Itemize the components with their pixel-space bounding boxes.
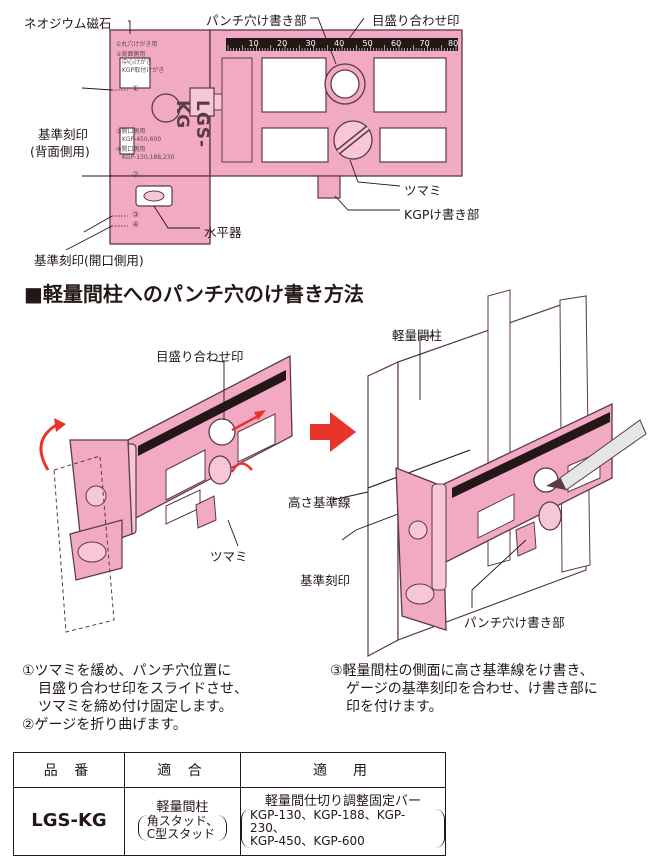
cell-fit: 軽量間柱 角スタッド、 C型スタッド (124, 787, 241, 856)
use-text-4a: ④開口側用 (116, 146, 146, 153)
step2: ②ゲージを折り曲げます。 (22, 717, 187, 733)
scale-number: 70 (419, 39, 430, 48)
label-stud: 軽量間柱 (392, 328, 443, 343)
table-header-row: 品 番 適 合 適 用 (13, 752, 446, 788)
label-scale-mark: 目盛り合わせ印 (372, 13, 460, 28)
step3-line1: ③軽量間柱の側面に高さ基準線をけ書き、 (330, 663, 594, 679)
spec-table: 品 番 適 合 適 用 LGS-KG 軽量間柱 角スタッド、 C型スタッド 軽量… (13, 752, 446, 856)
label-level: 水平器 (204, 225, 242, 240)
label-magnet: ネオジウム磁石 (24, 16, 112, 31)
arrow-right-icon (310, 412, 356, 452)
label-reference-back: 基準刻印 (38, 127, 89, 142)
circle-number-4: ④ (132, 220, 140, 229)
header-application: 適 用 (240, 752, 446, 788)
fit-detail-1: 角スタッド、 (146, 814, 219, 828)
step3-line2: ゲージの基準刻印を合わせ、け書き部に (346, 681, 598, 697)
label-kgp-marking: KGPけ書き部 (404, 207, 480, 222)
app-detail: KGP-130、KGP-188、KGP-230、 KGP-450、KGP-600 (241, 807, 445, 848)
label-punch-marking: パンチ穴け書き部 (206, 13, 307, 28)
use-text-3a: ③開口側用 (116, 128, 146, 135)
scale-number: 40 (334, 39, 345, 48)
fit-title: 軽量間柱 (156, 800, 209, 815)
scale-ruler (226, 38, 458, 51)
fit-detail: 角スタッド、 C型スタッド (137, 814, 228, 841)
label-reference: 基準刻印 (300, 573, 351, 588)
scale-number: 80 (448, 39, 459, 48)
use-text-4b: KGP-130,188,230 (122, 154, 175, 161)
scale-number: 50 (362, 39, 373, 48)
scale-numbers: 10 20 30 40 50 60 70 80 (226, 39, 459, 51)
label-scale-mark-2: 目盛り合わせ印 (156, 349, 244, 364)
label-height-line: 高さ基準線 (288, 495, 351, 510)
stud-diagram (367, 289, 647, 657)
app-detail-2: KGP-450、KGP-600 (250, 833, 365, 848)
use-text-2c: KGP取付けがき (122, 67, 165, 74)
use-text-1: ①丸穴けがき用 (116, 41, 158, 48)
scale-number: 10 (248, 39, 259, 48)
label-punch-marking-2: パンチ穴け書き部 (464, 615, 565, 630)
table-row: LGS-KG 軽量間柱 角スタッド、 C型スタッド 軽量間仕切り調整固定バー K… (13, 787, 446, 856)
circle-number-3: ③ (132, 210, 140, 219)
fit-detail-2: C型スタッド (146, 827, 216, 841)
header-fit: 適 合 (124, 752, 241, 788)
step1-line1: ①ツマミを緩め、パンチ穴位置に (22, 663, 232, 679)
gauge-folding-diagram (39, 354, 293, 633)
scale-number: 20 (277, 39, 288, 48)
cell-application: 軽量間仕切り調整固定バー KGP-130、KGP-188、KGP-230、 KG… (240, 787, 446, 856)
step1-line3: ツマミを締め付け固定します。 (38, 699, 233, 715)
circle-number-2: ② (132, 170, 140, 179)
use-text-2b: 中心けがき (122, 59, 153, 66)
use-text-2a: ②背面側用 (116, 51, 146, 58)
step3-line3: 印を付けます。 (346, 699, 443, 715)
section-heading: ■軽量間柱へのパンチ穴のけ書き方法 (24, 282, 364, 306)
hinge (189, 87, 215, 117)
label-reference-back-sub: (背面側用) (30, 144, 90, 159)
header-model: 品 番 (13, 752, 125, 788)
app-detail-1: KGP-130、KGP-188、KGP-230、 (250, 807, 406, 835)
gauge-brand-text: LGS-KG (172, 100, 212, 149)
kgp-marking-tab (317, 175, 341, 199)
cell-model: LGS-KG (13, 787, 125, 856)
step1-line2: 目盛り合わせ印をスライドさせ、 (38, 681, 248, 697)
label-knob-2: ツマミ (210, 549, 248, 564)
use-text-3b: KGP-450,600 (122, 136, 162, 143)
circle-number-1: ① (132, 84, 140, 93)
app-title: 軽量間仕切り調整固定バー (264, 793, 421, 809)
model-number: LGS-KG (31, 809, 107, 831)
label-knob: ツマミ (404, 183, 442, 198)
slot-windows (119, 57, 447, 163)
scale-number: 60 (391, 39, 402, 48)
scale-number: 30 (305, 39, 316, 48)
magnet-icon (151, 93, 181, 123)
label-reference-open: 基準刻印(開口側用) (34, 253, 144, 268)
